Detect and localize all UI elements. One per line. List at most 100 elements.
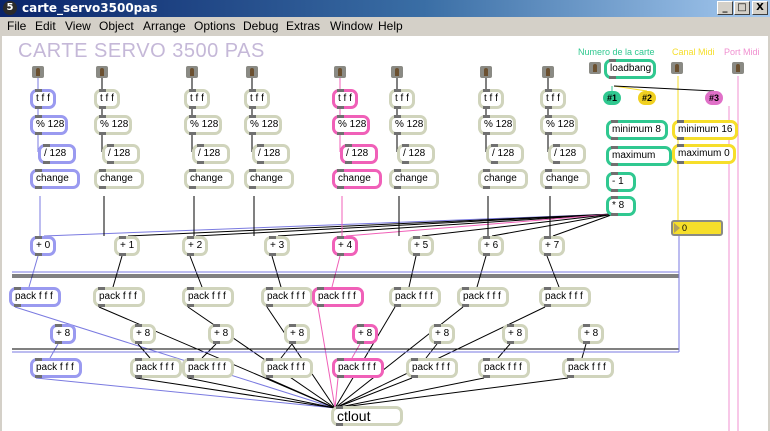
trigger-object[interactable]: t f f (332, 89, 358, 109)
midi-channel-number-box[interactable]: 0 (671, 220, 723, 236)
modulo-object[interactable]: % 128 (478, 115, 516, 135)
modulo-object[interactable]: % 128 (332, 115, 370, 135)
channel-inlet[interactable] (246, 66, 258, 78)
midi-channel-inlet[interactable] (671, 62, 683, 74)
menu-options[interactable]: Options (194, 19, 236, 33)
channel-inlet[interactable] (542, 66, 554, 78)
maximum-card-object[interactable]: maximum (606, 146, 672, 166)
pack-object[interactable]: pack f f f (312, 287, 364, 307)
offset-object[interactable]: + 5 (408, 236, 434, 256)
send-1[interactable]: #1 (603, 91, 621, 105)
change-object[interactable]: change (94, 169, 144, 189)
divide-object[interactable]: / 128 (102, 144, 140, 164)
trigger-object[interactable]: t f f (30, 89, 56, 109)
modulo-object[interactable]: % 128 (540, 115, 578, 135)
channel-inlet[interactable] (391, 66, 403, 78)
pack-object[interactable]: pack f f f (478, 358, 530, 378)
channel-inlet[interactable] (186, 66, 198, 78)
card-number-inlet[interactable] (589, 62, 601, 74)
trigger-object[interactable]: t f f (94, 89, 120, 109)
channel-inlet[interactable] (480, 66, 492, 78)
menu-extras[interactable]: Extras (286, 19, 321, 33)
plus-eight-object[interactable]: + 8 (208, 324, 234, 344)
plus-eight-object[interactable]: + 8 (50, 324, 76, 344)
trigger-object[interactable]: t f f (184, 89, 210, 109)
modulo-object[interactable]: % 128 (94, 115, 132, 135)
trigger-object[interactable]: t f f (540, 89, 566, 109)
pack-object[interactable]: pack f f f (332, 358, 384, 378)
send-2[interactable]: #2 (638, 91, 656, 105)
ctlout-object[interactable]: ctlout (331, 406, 403, 426)
divide-object[interactable]: / 128 (548, 144, 586, 164)
divide-object[interactable]: / 128 (252, 144, 290, 164)
trigger-object[interactable]: t f f (478, 89, 504, 109)
divide-object[interactable]: / 128 (38, 144, 76, 164)
change-object[interactable]: change (244, 169, 294, 189)
modulo-object[interactable]: % 128 (30, 115, 68, 135)
offset-object[interactable]: + 2 (182, 236, 208, 256)
loadbang-object[interactable]: loadbang (604, 59, 656, 79)
change-object[interactable]: change (478, 169, 528, 189)
minimize-button[interactable]: _ (717, 1, 733, 15)
pack-object[interactable]: pack f f f (457, 287, 509, 307)
offset-object[interactable]: + 4 (332, 236, 358, 256)
plus-eight-object[interactable]: + 8 (502, 324, 528, 344)
menu-arrange[interactable]: Arrange (143, 19, 186, 33)
pack-object[interactable]: pack f f f (182, 358, 234, 378)
modulo-object[interactable]: % 128 (389, 115, 427, 135)
change-object[interactable]: change (389, 169, 439, 189)
maximize-button[interactable]: □ (734, 1, 750, 15)
pack-object[interactable]: pack f f f (261, 287, 313, 307)
pack-object[interactable]: pack f f f (562, 358, 614, 378)
pack-object[interactable]: pack f f f (182, 287, 234, 307)
minus-one-object[interactable]: - 1 (606, 172, 636, 192)
plus-eight-object[interactable]: + 8 (578, 324, 604, 344)
change-object[interactable]: change (184, 169, 234, 189)
channel-inlet[interactable] (96, 66, 108, 78)
close-button[interactable]: X (752, 1, 768, 15)
pack-object[interactable]: pack f f f (93, 287, 145, 307)
minimum-card-object[interactable]: minimum 8 (606, 120, 668, 140)
pack-object[interactable]: pack f f f (389, 287, 441, 307)
divide-object[interactable]: / 128 (192, 144, 230, 164)
pack-object[interactable]: pack f f f (9, 287, 61, 307)
menu-edit[interactable]: Edit (35, 19, 56, 33)
menu-file[interactable]: File (7, 19, 27, 33)
plus-eight-object[interactable]: + 8 (352, 324, 378, 344)
offset-object[interactable]: + 0 (30, 236, 56, 256)
divide-object[interactable]: / 128 (340, 144, 378, 164)
change-object[interactable]: change (30, 169, 80, 189)
times-eight-object[interactable]: * 8 (606, 196, 636, 216)
modulo-object[interactable]: % 128 (244, 115, 282, 135)
patcher-canvas[interactable]: CARTE SERVO 3500 PAS Numero de la carte … (2, 36, 768, 431)
plus-eight-object[interactable]: + 8 (284, 324, 310, 344)
pack-object[interactable]: pack f f f (130, 358, 182, 378)
minimum-channel-object[interactable]: minimum 16 (672, 120, 738, 140)
pack-object[interactable]: pack f f f (30, 358, 82, 378)
change-object[interactable]: change (540, 169, 590, 189)
plus-eight-object[interactable]: + 8 (429, 324, 455, 344)
pack-object[interactable]: pack f f f (261, 358, 313, 378)
menu-window[interactable]: Window (330, 19, 373, 33)
channel-inlet[interactable] (334, 66, 346, 78)
offset-object[interactable]: + 6 (478, 236, 504, 256)
divide-object[interactable]: / 128 (397, 144, 435, 164)
change-object[interactable]: change (332, 169, 382, 189)
plus-eight-object[interactable]: + 8 (130, 324, 156, 344)
trigger-object[interactable]: t f f (389, 89, 415, 109)
menu-object[interactable]: Object (99, 19, 134, 33)
send-3[interactable]: #3 (705, 91, 723, 105)
modulo-object[interactable]: % 128 (184, 115, 222, 135)
pack-object[interactable]: pack f f f (539, 287, 591, 307)
divide-object[interactable]: / 128 (486, 144, 524, 164)
menu-debug[interactable]: Debug (243, 19, 279, 33)
offset-object[interactable]: + 7 (539, 236, 565, 256)
trigger-object[interactable]: t f f (244, 89, 270, 109)
pack-object[interactable]: pack f f f (406, 358, 458, 378)
offset-object[interactable]: + 1 (114, 236, 140, 256)
menu-help[interactable]: Help (378, 19, 403, 33)
offset-object[interactable]: + 3 (264, 236, 290, 256)
maximum-channel-object[interactable]: maximum 0 (672, 144, 736, 164)
menu-view[interactable]: View (65, 19, 91, 33)
midi-port-inlet[interactable] (732, 62, 744, 74)
